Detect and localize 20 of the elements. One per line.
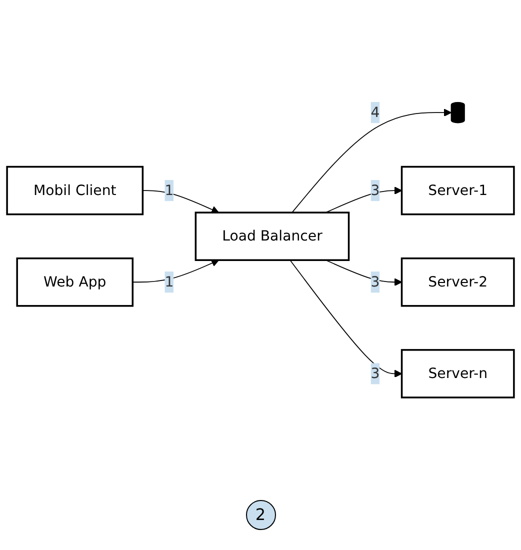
callout-number: 2 bbox=[246, 500, 276, 530]
edge-label: 4 bbox=[370, 104, 380, 121]
arrow bbox=[292, 108, 452, 214]
node-box: Server-n bbox=[400, 349, 515, 399]
edge-label: 3 bbox=[370, 182, 380, 199]
arrow bbox=[325, 260, 402, 286]
edge-label: 1 bbox=[164, 274, 174, 290]
arrow bbox=[325, 186, 402, 214]
node-cylinder bbox=[450, 102, 465, 124]
node-box: Server-1 bbox=[400, 166, 515, 216]
arrow bbox=[290, 260, 402, 378]
node-box: Web App bbox=[16, 258, 134, 308]
arrow bbox=[142, 190, 220, 214]
node-box: Mobil Client bbox=[6, 166, 144, 216]
node-box: Load Balancer bbox=[194, 212, 350, 262]
edge-label: 3 bbox=[370, 274, 380, 290]
node-box: Server-2 bbox=[400, 258, 515, 308]
edge-label: 1 bbox=[164, 182, 174, 199]
arrow bbox=[132, 260, 220, 283]
edge-label: 3 bbox=[370, 365, 380, 382]
